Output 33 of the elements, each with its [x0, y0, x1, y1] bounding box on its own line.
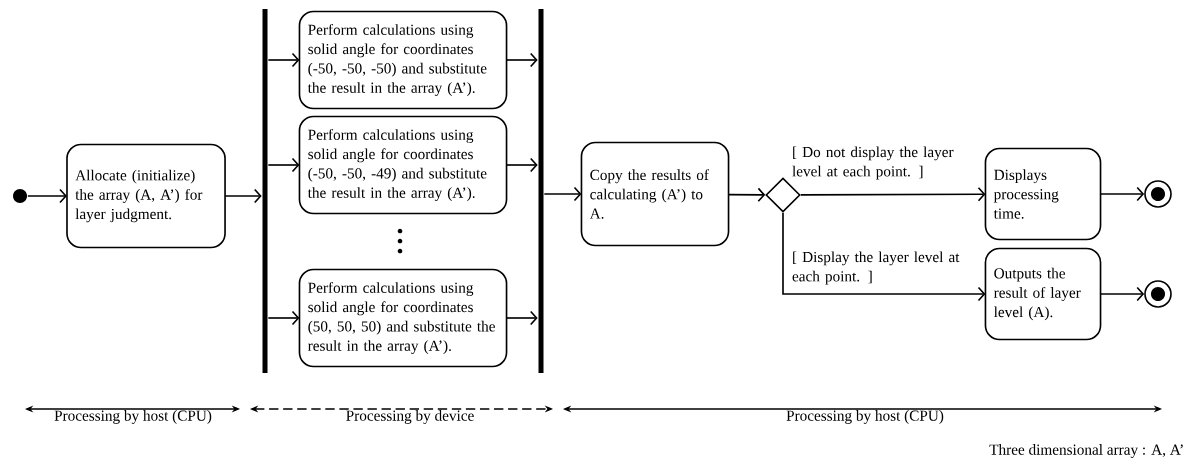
arrow: [267, 157, 300, 173]
footnote: Three dimensional array : A, A’: [989, 444, 1183, 458]
action-box: Perform calculations using solid angle for coordinates (50, 50, 50) and substitute the result in the array (A’).: [298, 268, 508, 368]
span-label: Processing by device: [346, 410, 474, 424]
action-box: Allocate (initialize) the array (A, A’) for layer judgment.: [66, 143, 226, 249]
sync-bar: [538, 9, 544, 373]
arrow: [1099, 186, 1145, 202]
action-box: Perform calculations using solid angle for coordinates (-50, -50, -50) and substitute the result in the array (A’).: [298, 10, 508, 110]
span-label: Processing by host (CPU): [54, 410, 212, 424]
action-box: Perform calculations using solid angle for coordinates (-50, -50, -49) and substitute the result in the array (A’).: [298, 115, 508, 215]
arrow: [543, 186, 582, 202]
arrow: [505, 310, 538, 326]
guard-label: [ Display the layer level at each point. ]: [792, 251, 960, 285]
arrow: [267, 52, 300, 68]
start-node: [13, 189, 27, 203]
span-label: Processing by host (CPU): [786, 410, 944, 424]
arrow: [727, 187, 766, 203]
arrow: [799, 187, 986, 202]
arrow: [505, 52, 538, 68]
guard-label: [ Do not display the layer level at each point. ]: [792, 146, 954, 180]
arrow: [505, 157, 538, 173]
arrow: [267, 310, 300, 326]
action-box: Copy the results of calculating (A’) to A.: [580, 141, 730, 247]
end-node: [1144, 180, 1172, 208]
action-box: Outputs the result of layer level (A).: [984, 247, 1102, 341]
decision-diamond: [765, 177, 801, 213]
arrow: [27, 188, 67, 204]
arrow: [224, 188, 262, 204]
arrow: [1099, 286, 1145, 302]
end-node: [1144, 280, 1172, 308]
sync-bar: [262, 9, 268, 373]
action-box: Displays processing time.: [984, 147, 1102, 241]
arrow: [782, 212, 986, 302]
